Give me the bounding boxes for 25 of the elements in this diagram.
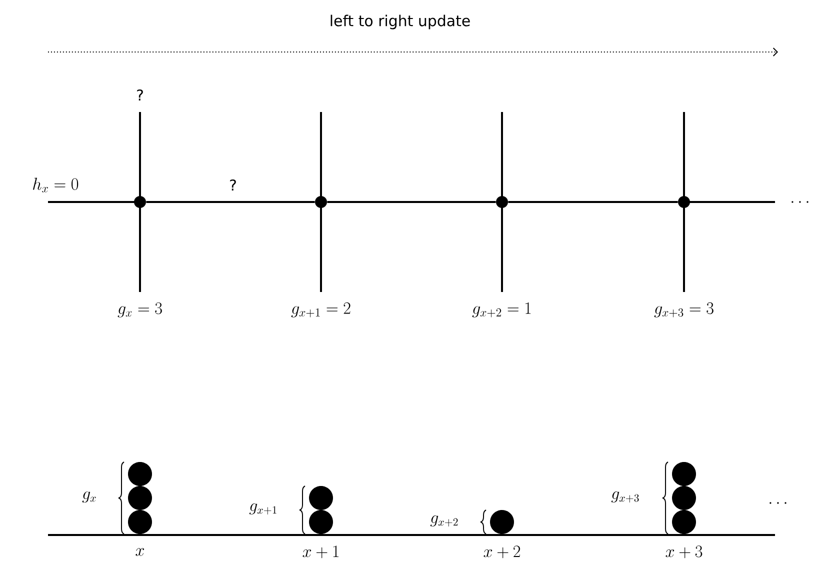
line-segment	[146, 201, 315, 203]
stack-label: $g_x$	[82, 491, 96, 503]
stack-label: $g_{x+1}$	[249, 503, 276, 514]
direction-label: left to right update	[330, 14, 470, 30]
line-segment	[327, 201, 496, 203]
stack-label: $g_{x+2}$	[430, 515, 458, 526]
vertex-label: $g_{x+3} = 3$	[654, 302, 714, 318]
line-segment	[508, 201, 678, 203]
stack-label: $g_{x+3}$	[611, 491, 639, 502]
junction-dot	[134, 196, 146, 208]
vertex-label: $g_x = 3$	[118, 302, 162, 318]
question-mark: ?	[230, 179, 236, 191]
ellipsis: $\ldots$	[770, 502, 786, 504]
junction-dot	[315, 196, 327, 208]
junction-dot	[678, 196, 690, 208]
position-label: $x+1$	[302, 546, 338, 558]
position-label: $x+2$	[484, 546, 520, 558]
position-label: $x+3$	[666, 546, 702, 558]
question-mark: ?	[137, 89, 143, 101]
vertex-label: $g_{x+2} = 1$	[472, 302, 531, 318]
junction-dot	[496, 196, 508, 208]
ellipsis: $\ldots$	[792, 201, 808, 203]
position-label: $x$	[136, 548, 144, 556]
boundary-label: $h_x = 0$	[33, 178, 78, 192]
vertex-label: $g_{x+1} = 2$	[291, 302, 350, 318]
